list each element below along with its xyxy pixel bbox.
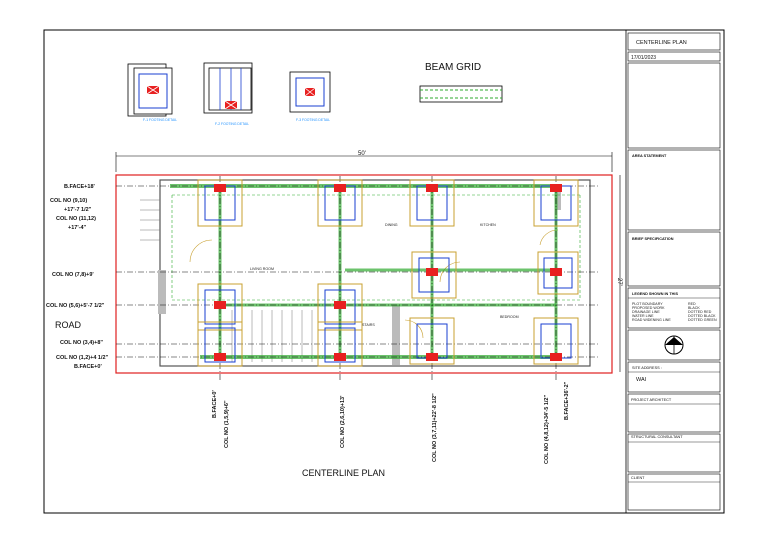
legend-item: WATER LINE — [632, 314, 654, 318]
column — [334, 301, 346, 309]
site-address-label: SITE ADDRESS : — [632, 366, 662, 370]
grid-label: COL NO (5,6)+5'-7 1/2" — [46, 303, 105, 309]
grid-label: COL NO (2,6,10)+13' — [340, 395, 346, 448]
client-label: CLIENT — [631, 476, 645, 480]
legend-item: DRAINAGE LINE — [632, 310, 660, 314]
drawing-frame — [43, 29, 627, 514]
project-architect-label: PROJECT ARCHITECT — [631, 398, 672, 402]
column — [334, 184, 346, 192]
column — [550, 268, 562, 276]
site-address-value: WAI — [636, 377, 647, 383]
grid-label: COL NO (3,7,11)+22'-8 1/2" — [432, 393, 438, 462]
title-block-title: CENTERLINE PLAN — [636, 40, 687, 46]
legend-color: DOTTED BLACK — [688, 314, 716, 318]
footing-c8 — [537, 251, 579, 295]
column — [426, 268, 438, 276]
grid-label: COL NO (7,8)+9' — [52, 272, 94, 278]
grid-label: COL NO (4,8,12)+34'-5 1/2" — [544, 395, 550, 464]
footing-c10 — [317, 321, 363, 367]
legend-color: DOTTED GREEN — [688, 318, 717, 322]
stair-area — [140, 199, 313, 362]
grid-label: +17'-4" — [68, 225, 87, 231]
beam-grid-label: BEAM GRID — [425, 62, 481, 73]
floor-plan: 50' 27' — [46, 151, 622, 464]
footing-detail-f1: F-1 FOOTING DETAIL — [127, 63, 177, 122]
footing-c4 — [533, 179, 579, 227]
room-label: DINING — [385, 223, 398, 227]
grid-label: B.FACE+36'-2" — [564, 381, 570, 420]
legend-item: PLOT BOUNDARY — [632, 302, 663, 306]
column — [214, 184, 226, 192]
overall-depth-dimension: 27' — [616, 278, 622, 286]
column — [550, 353, 562, 361]
legend-color: RED — [688, 302, 696, 306]
grid-label: B.FACE+18' — [64, 184, 95, 190]
column — [334, 353, 346, 361]
room-label: LIVING ROOM — [250, 267, 274, 271]
overall-width-dimension: 50' — [358, 151, 366, 157]
grid-label: +17'-7 1/2" — [64, 207, 92, 213]
title-block: CENTERLINE PLAN 17/01/2023 AREA STATEMEN… — [627, 32, 721, 511]
grid-label: COL NO (3,4)+8" — [60, 340, 103, 346]
footing-c6 — [317, 283, 363, 331]
room-labels: DINING KITCHEN LIVING ROOM BEDROOM STAIR… — [250, 223, 519, 327]
footing-c3 — [409, 179, 455, 227]
footing-detail-f2: F-2 FOOTING DETAIL — [203, 62, 253, 126]
drawing-title: CENTERLINE PLAN — [302, 468, 385, 478]
footing-c11 — [409, 317, 455, 365]
footing-caption: F-2 FOOTING DETAIL — [215, 122, 249, 126]
legend-heading: LEGEND SHOWN IN THIS — [632, 292, 678, 296]
footing-c7 — [411, 251, 457, 299]
column — [550, 184, 562, 192]
beams — [170, 184, 581, 359]
footing-c1 — [197, 179, 243, 227]
legend-item: ROAD WIDENING LINE — [632, 318, 671, 322]
walls — [158, 190, 561, 365]
footing-c2 — [317, 179, 363, 227]
room-label: STAIRS — [362, 323, 375, 327]
column — [214, 301, 226, 309]
door-swings — [189, 229, 559, 339]
grid-label: B.FACE+0' — [74, 364, 102, 370]
room-label: BEDROOM — [500, 315, 519, 319]
brief-specification-heading: BRIEF SPECIFICATION — [632, 237, 674, 241]
area-statement-heading: AREA STATEMENT — [632, 154, 667, 158]
building-outline — [159, 179, 591, 367]
footing-detail-f3: F-3 FOOTING DETAIL — [289, 71, 331, 122]
grid-label: COL NO (1,5,9)+6" — [224, 400, 230, 448]
legend-color: DOTTED RED — [688, 310, 712, 314]
legend-item: PROPOSED WORK — [632, 306, 665, 310]
column — [426, 184, 438, 192]
road-label: ROAD — [55, 320, 82, 330]
grid-label: COL NO (9,10) — [50, 198, 87, 204]
beam-grid-detail: BEAM GRID — [419, 62, 503, 103]
footing-caption: F-3 FOOTING DETAIL — [296, 118, 330, 122]
north-arrow-icon — [664, 335, 684, 355]
left-centerline-labels: B.FACE+18' COL NO (9,10) +17'-7 1/2" COL… — [46, 184, 109, 370]
column-footings — [197, 179, 579, 367]
footing-caption: F-1 FOOTING DETAIL — [143, 118, 177, 122]
footing-c12 — [533, 317, 579, 365]
legend-items: PLOT BOUNDARY PROPOSED WORK DRAINAGE LIN… — [632, 302, 717, 322]
grid-label: B.FACE+0' — [212, 390, 218, 418]
structural-consultant-label: STRUCTURAL CONSULTANT — [631, 435, 683, 439]
legend-color: BLACK — [688, 306, 700, 310]
room-label: KITCHEN — [480, 223, 496, 227]
footing-c9 — [197, 321, 243, 367]
column — [214, 353, 226, 361]
centerlines — [116, 176, 600, 382]
grid-label: COL NO (11,12) — [56, 216, 96, 222]
footing-c5 — [197, 283, 243, 331]
title-block-date: 17/01/2023 — [631, 55, 656, 61]
plot-boundary — [115, 174, 613, 374]
grid-label: COL NO (1,2)+4 1/2" — [56, 355, 109, 361]
bottom-centerline-labels: B.FACE+0' COL NO (1,5,9)+6" COL NO (2,6,… — [212, 381, 570, 464]
column — [426, 353, 438, 361]
